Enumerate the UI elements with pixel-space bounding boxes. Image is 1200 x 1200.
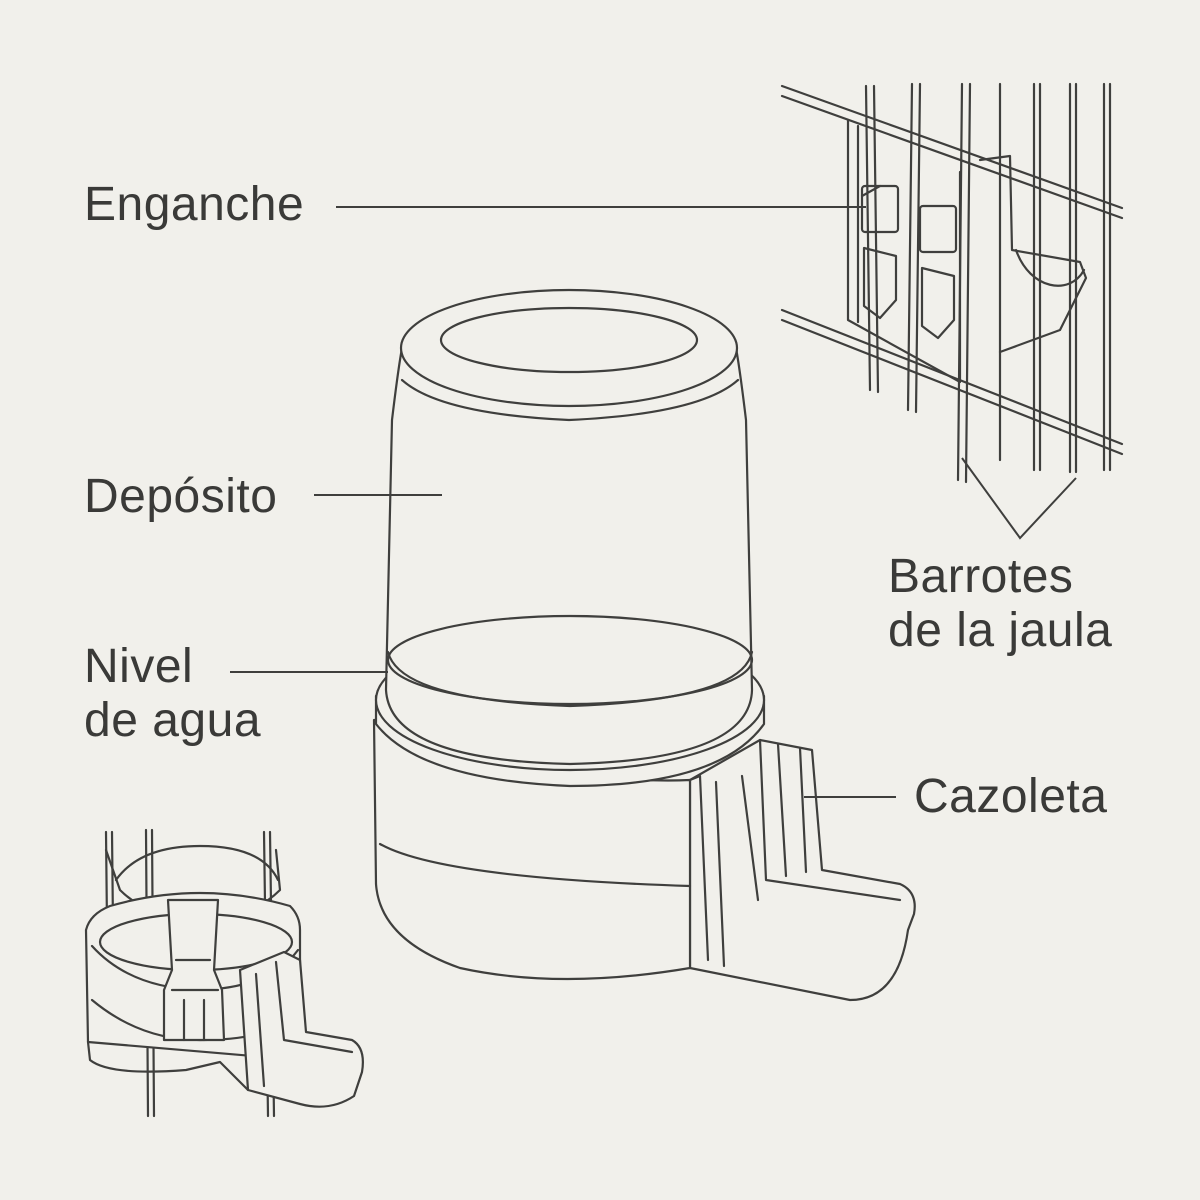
barrotes-pointer (961, 457, 1077, 540)
hook-upper-right (918, 204, 958, 254)
reservoir-top (399, 288, 739, 408)
label-cazoleta: Cazoleta (914, 770, 1107, 824)
cage-detail (780, 82, 1124, 540)
label-enganche-text: Enganche (84, 178, 305, 231)
label-barrotes: Barrotes de la jaula (888, 550, 1112, 658)
label-nivel-line2: de agua (84, 694, 262, 747)
hook-lower-right (920, 266, 956, 340)
water-level-surface (386, 614, 754, 706)
label-cazoleta-text: Cazoleta (914, 770, 1108, 823)
hook-lower-left (862, 246, 898, 320)
label-barrotes-line1: Barrotes (888, 550, 1074, 603)
label-deposito-text: Depósito (84, 470, 278, 523)
cutaway-cup (238, 950, 364, 1108)
label-enganche: Enganche (84, 178, 304, 232)
label-barrotes-line2: de la jaula (888, 604, 1113, 657)
main-feeder (372, 288, 916, 1002)
label-nivel-de-agua: Nivel de agua (84, 640, 261, 748)
reservoir (384, 346, 754, 766)
cutaway-inset (84, 828, 364, 1118)
label-deposito: Depósito (84, 470, 277, 524)
label-nivel-line1: Nivel (84, 640, 194, 693)
